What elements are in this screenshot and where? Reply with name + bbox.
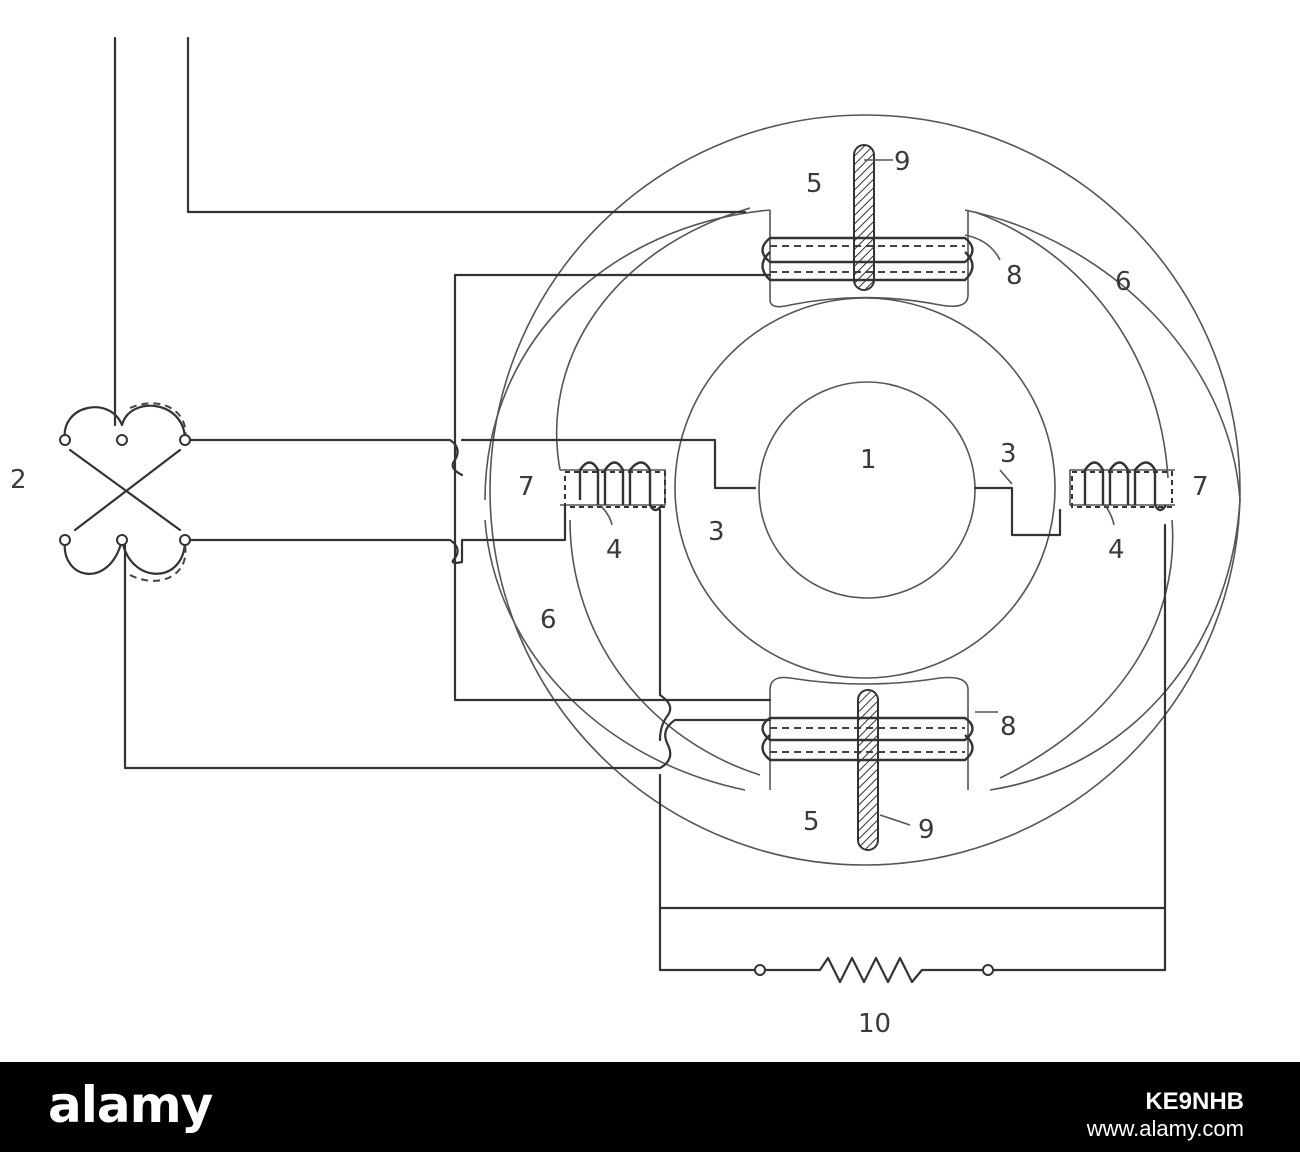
rod-top [853, 144, 875, 291]
wire-supply-return [123, 543, 772, 770]
label-resistor: 10 [858, 1009, 891, 1039]
supply-line-right [186, 36, 747, 214]
motor-wiring-diagram: 1 2 3 3 4 4 5 5 6 6 7 7 8 8 9 9 10 [10, 36, 1241, 1039]
label-pole-bottom: 5 [803, 807, 820, 837]
wire-vertical-mid [658, 508, 672, 972]
label-pole-top: 5 [806, 169, 823, 199]
rod-bottom [857, 689, 879, 851]
label-gap-right: 3 [1000, 439, 1017, 469]
watermark-bar: alamy KE9NHB www.alamy.com [0, 1062, 1300, 1152]
label-winding-bottom: 8 [1000, 712, 1017, 742]
stock-image-id: KE9NHB [1145, 1088, 1244, 1115]
label-rod-top: 9 [894, 147, 911, 177]
pole-left [560, 469, 666, 506]
resistor [658, 956, 1167, 984]
label-gap-left: 3 [708, 517, 725, 547]
stator-yoke-ring [555, 207, 1174, 779]
label-switch: 2 [10, 465, 27, 495]
watermark-url: www.alamy.com [1086, 1116, 1244, 1141]
label-pole-left: 7 [518, 472, 535, 502]
pole-top-shoe [769, 210, 969, 308]
label-coil-left: 4 [606, 535, 623, 565]
label-pole-right: 7 [1192, 472, 1209, 502]
pole-right [1069, 469, 1175, 506]
wire-switch-bottom [188, 503, 567, 564]
stator-yoke-outer [484, 209, 1241, 791]
wire-left-bus [453, 273, 772, 702]
label-yoke-left: 6 [540, 605, 557, 635]
stator-outer-ring [489, 114, 1241, 866]
coil-right [1071, 461, 1173, 512]
coil-left [564, 461, 666, 512]
label-coil-right: 4 [1108, 535, 1125, 565]
brush-right [973, 486, 1062, 537]
rotor [758, 381, 976, 599]
brush-left [713, 468, 757, 490]
pole-bottom-shoe [769, 676, 969, 790]
label-winding-top: 8 [1006, 261, 1023, 291]
watermark-logo: alamy [48, 1076, 213, 1134]
label-rotor: 1 [860, 445, 877, 475]
reversing-switch [59, 402, 191, 582]
label-yoke-right: 6 [1115, 267, 1132, 297]
label-rod-bottom: 9 [918, 815, 935, 845]
